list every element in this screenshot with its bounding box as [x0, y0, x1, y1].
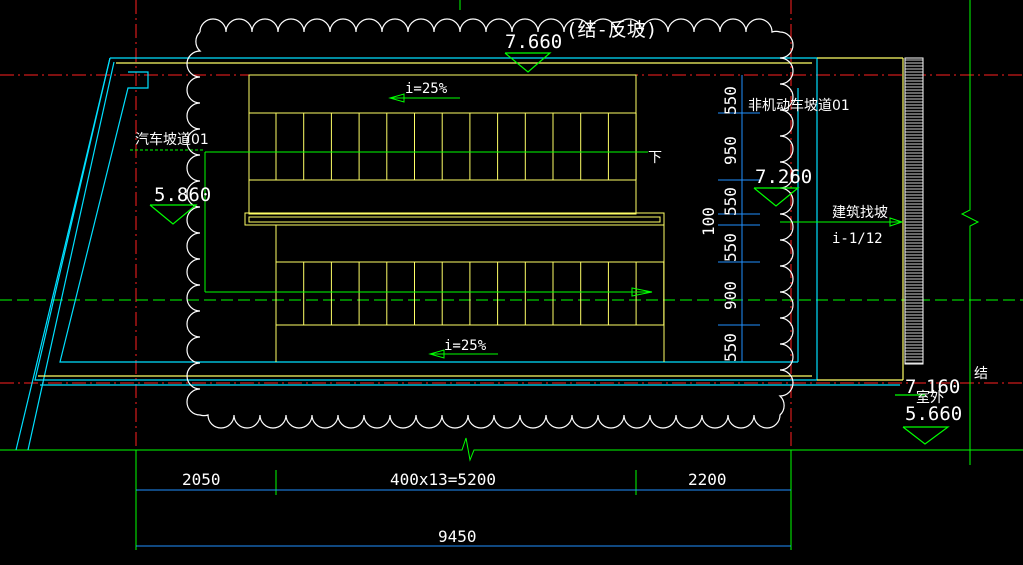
car-ramp-label: 汽车坡道01 [135, 131, 209, 148]
horizontal-dimension-lines [136, 489, 791, 547]
left-elevation: 5.860 [154, 184, 211, 206]
vdim-5: 550 [721, 233, 740, 262]
hdim-total: 9450 [438, 527, 477, 546]
mid-elevation: 7.260 [755, 166, 812, 188]
vdim-6: 900 [721, 281, 740, 310]
building-slope-label: i-1/12 [832, 231, 883, 247]
building-ramp-label: 建筑找坡 [832, 205, 888, 221]
vdim-2: 950 [721, 136, 740, 165]
ground-line [0, 437, 1023, 550]
hdim-seg2: 400x13=5200 [390, 470, 496, 489]
ramp-outline [15, 57, 904, 451]
top-elevation-note: (结-反坡) [566, 19, 657, 41]
slope-bottom-label: i=25% [444, 338, 487, 354]
stair-treads-bottom [275, 262, 665, 325]
down-mark: 下 [648, 150, 662, 166]
vdim-7: 550 [721, 333, 740, 362]
top-elevation: 7.660 [505, 31, 562, 53]
outdoor-label: 室外 [916, 389, 944, 406]
outdoor-elevation-top: 160 [926, 376, 960, 398]
slope-top-label: i=25% [405, 81, 448, 97]
revision-cloud [186, 18, 794, 429]
nonmotor-ramp-label: 非机动车坡道01 [748, 97, 850, 114]
outdoor-elevation: 5.660 [905, 403, 962, 425]
vertical-dimension-line [718, 75, 760, 362]
elevation-markers [149, 52, 950, 445]
vdim-3: 550 [721, 187, 740, 216]
outdoor-prefix: 7 [905, 376, 916, 398]
hdim-seg3: 2200 [688, 470, 727, 489]
stair-treads-top [275, 113, 637, 180]
vdim-4: 100 [699, 207, 718, 236]
vdim-1: 550 [721, 86, 740, 115]
stair-body [244, 74, 665, 362]
right-break-line [960, 0, 980, 465]
hatched-wall [905, 59, 923, 364]
struct-mark: 结 [974, 366, 988, 382]
hdim-seg1: 2050 [182, 470, 221, 489]
guide-lines [130, 93, 904, 359]
hatched-wall-border [904, 57, 924, 365]
